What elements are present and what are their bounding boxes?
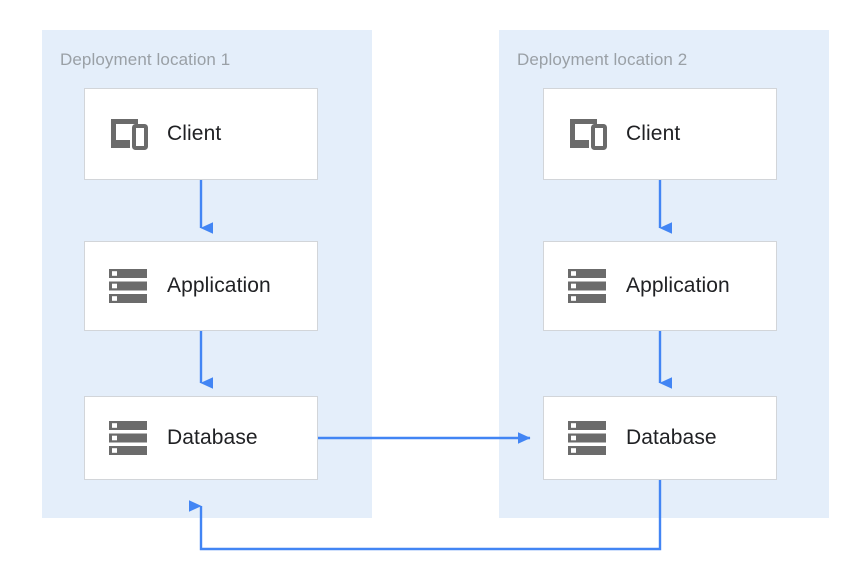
node-application-2[interactable]: Application: [543, 241, 777, 331]
deployment-zone-2-title: Deployment location 2: [517, 50, 688, 69]
deployment-zone-1-title: Deployment location 1: [60, 50, 231, 69]
node-application-2-label: Application: [626, 274, 730, 297]
server-icon: [105, 415, 151, 461]
server-icon: [105, 263, 151, 309]
node-application-1[interactable]: Application: [84, 241, 318, 331]
node-database-1[interactable]: Database: [84, 396, 318, 480]
node-client-1[interactable]: Client: [84, 88, 318, 180]
node-database-2-label: Database: [626, 426, 717, 449]
server-icon: [564, 263, 610, 309]
node-client-2[interactable]: Client: [543, 88, 777, 180]
node-application-1-label: Application: [167, 274, 271, 297]
devices-icon: [564, 111, 610, 157]
node-database-2[interactable]: Database: [543, 396, 777, 480]
devices-icon: [105, 111, 151, 157]
node-client-2-label: Client: [626, 122, 681, 145]
server-icon: [564, 415, 610, 461]
node-client-1-label: Client: [167, 122, 222, 145]
node-database-1-label: Database: [167, 426, 258, 449]
